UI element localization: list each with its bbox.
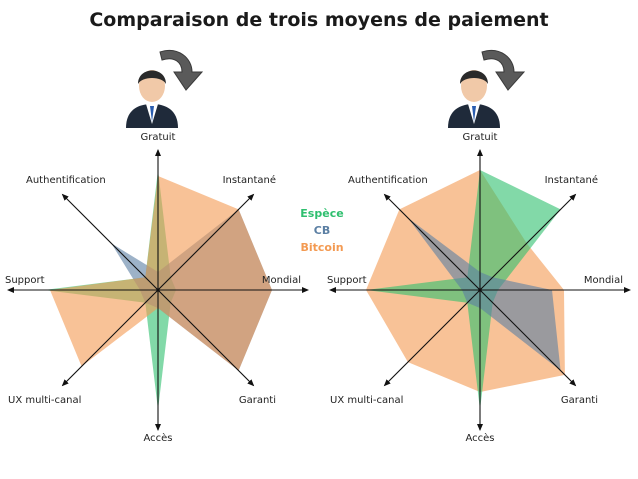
businessman-icon [125, 49, 203, 129]
series-area-bitcoin [50, 176, 272, 371]
legend-item-cb: CB [314, 224, 330, 237]
axis-label-instantane: Instantané [545, 174, 598, 186]
axis-label-acces: Accès [465, 432, 494, 444]
axis-label-instantane: Instantané [223, 174, 276, 186]
axis-label-acces: Accès [143, 432, 172, 444]
businessman-icon [447, 49, 525, 129]
axis-label-mondial: Mondial [584, 275, 623, 286]
axis-line-garanti [156, 288, 255, 387]
axis-line-ux-multi-canal [61, 288, 160, 387]
axis-label-garanti: Garanti [239, 395, 276, 406]
axis-label-ux-multi-canal: UX multi-canal [330, 395, 403, 406]
axis-line-instantane [156, 193, 255, 292]
legend-item-espece: Espèce [300, 207, 343, 220]
axis-line-authentification [61, 193, 160, 292]
axis-line-instantane [478, 193, 577, 292]
axis-label-ux-multi-canal: UX multi-canal [8, 395, 81, 406]
page-title: Comparaison de trois moyens de paiement [89, 9, 549, 31]
axis-label-support: Support [327, 275, 367, 286]
axis-label-authentification: Authentification [348, 175, 428, 186]
axis-line-authentification [383, 193, 482, 292]
axis-label-authentification: Authentification [26, 175, 106, 186]
axis-label-mondial: Mondial [262, 275, 301, 286]
axis-label-gratuit: Gratuit [463, 132, 498, 143]
legend-item-bitcoin: Bitcoin [300, 241, 343, 254]
axis-label-support: Support [5, 275, 45, 286]
axis-line-garanti [478, 288, 577, 387]
axis-label-gratuit: Gratuit [141, 132, 176, 143]
axis-line-ux-multi-canal [383, 288, 482, 387]
axis-label-garanti: Garanti [561, 395, 598, 406]
